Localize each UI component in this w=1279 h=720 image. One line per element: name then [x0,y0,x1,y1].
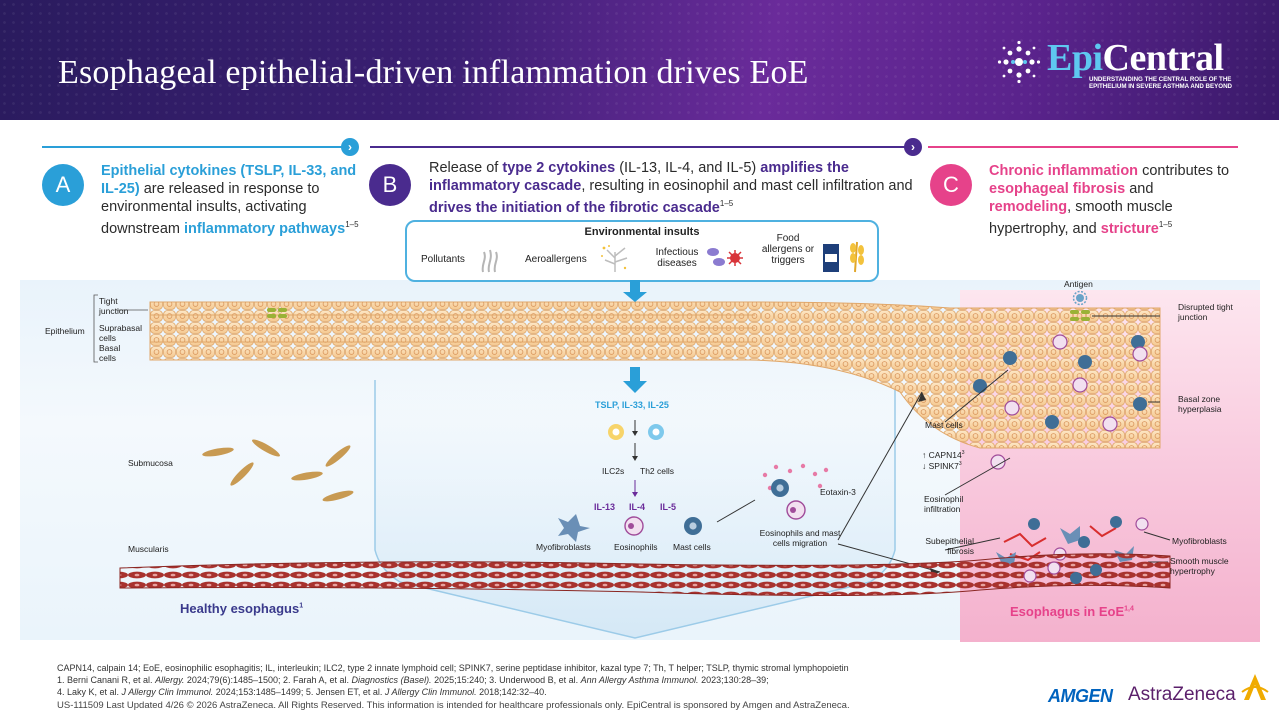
migrating-mast-cell-icon [771,479,789,497]
label-il13: IL-13 [594,502,616,512]
section-badge-b: B [369,164,411,206]
section-rule-a [42,146,350,148]
esophagus-diagram [93,280,1171,639]
label-epithelium: Epithelium [45,326,85,336]
section-b-text: Release of type 2 cytokines (IL-13, IL-4… [429,160,913,216]
epicentral-logo: EpiCentral Understanding the central rol… [997,37,1232,96]
myofibroblast-icon [558,514,590,542]
section-badge-c: C [930,164,972,206]
label-subepithelial-fibrosis: Subepithelial fibrosis [925,536,974,556]
section-rule-b [370,146,906,148]
label-eosinophils: Eosinophils [614,542,658,552]
label-eosinophil-infiltration: Eosinophil infiltration [924,494,964,514]
eoe-eosinophil-icon [990,334,1148,470]
amgen-logo: AMGEN [1048,686,1113,706]
section-rule-c [928,146,1238,148]
label-capn14: ↑ CAPN143 [922,449,965,460]
label-eoe-mast-cells: Mast cells [925,420,963,430]
muscularis-band [119,553,1171,597]
sponsor-logos: AMGEN AstraZeneca [1048,672,1269,712]
chevron-right-icon: › [341,138,359,156]
env-item-infectious: Infectious diseases [655,247,699,269]
diagram-panel: › › A B C Epithelial cytokines (TSLP, IL… [20,130,1260,642]
pollutants-icon [481,249,498,273]
label-disrupted-tight-junction: Disrupted tight junction [1178,302,1233,322]
brand-tagline: Understanding the central role of the ep… [1089,76,1233,90]
label-ilc2s: ILC2s [602,466,625,476]
env-item-aeroallergens: Aeroallergens [525,254,587,265]
tight-junction-icon [267,308,287,318]
label-eotaxin: Eotaxin-3 [820,487,856,497]
footer-abbreviations: CAPN14, calpain 14; EoE, eosinophilic es… [57,663,849,673]
food-allergen-icon [823,241,864,273]
page-title: Esophageal epithelial-driven inflammatio… [58,54,809,91]
aeroallergen-icon [601,245,628,272]
label-esophagus-in-eoe: Esophagus in EoE1,4 [1010,604,1134,619]
footer-references-1: 1. Berni Canani R, et al. Allergy. 2024;… [57,675,769,685]
label-basal: Basal cells [99,343,121,363]
label-basal-zone-hyperplasia: Basal zone hyperplasia [1178,394,1222,414]
astrazeneca-logo: AstraZeneca [1128,684,1236,705]
label-antigen: Antigen [1064,279,1093,289]
infectious-disease-icon [707,248,743,266]
label-muscularis: Muscularis [128,544,169,554]
label-epithelial-cytokines: TSLP, IL-33, IL-25 [595,400,669,410]
section-badge-a: A [42,164,84,206]
eosinophil-icon [624,516,644,536]
th2-cell-icon [648,424,664,440]
epithelium-band [149,301,1161,449]
label-mast-cells: Mast cells [673,542,711,552]
label-submucosa: Submucosa [128,458,173,468]
header-dot-texture [0,0,1279,120]
eoe-mast-cell-icon [973,335,1147,429]
astrazeneca-symbol-icon [1241,674,1269,700]
brand-wordmark: EpiCentral [1047,37,1224,79]
label-smooth-muscle-hypertrophy: Smooth muscle hypertrophy [1170,556,1229,576]
mast-cell-icon [684,517,702,535]
label-migration: Eosinophils and mast cells migration [759,528,841,548]
label-myofibroblasts: Myofibroblasts [536,542,591,552]
env-item-food: Food allergens or triggers [761,233,815,266]
epicentral-logo-icon [997,40,1041,84]
down-arrow-icon [623,280,647,302]
env-item-pollutants: Pollutants [421,254,465,265]
disrupted-tight-junction-icon [1070,310,1090,321]
section-a-text: Epithelial cytokines (TSLP, IL-33, and I… [101,163,359,237]
chevron-right-icon: › [904,138,922,156]
label-il5: IL-5 [660,502,677,512]
environmental-insults-title: Environmental insults [584,226,700,238]
submucosa-fibroblast-icon [202,439,354,502]
ilc2-cell-icon [608,424,624,440]
section-c-text: Chronic inflammation contributes to esop… [989,163,1230,237]
footer: CAPN14, calpain 14; EoE, eosinophilic es… [57,662,1017,712]
label-spink7: ↓ SPINK73 [922,460,962,471]
footer-references-2: 4. Laky K, et al. J Allergy Clin Immunol… [57,687,547,697]
label-eoe-myofibroblasts: Myofibroblasts [1172,536,1227,546]
migrating-eosinophil-icon [786,500,806,520]
label-healthy-esophagus: Healthy esophagus1 [180,601,304,616]
label-suprabasal: Suprabasal cells [99,323,143,343]
label-th2-cells: Th2 cells [640,466,675,476]
header-banner: Esophageal epithelial-driven inflammatio… [0,0,1279,120]
environmental-insults-box: Environmental insults Pollutants Aeroall… [405,220,879,282]
label-il4: IL-4 [629,502,646,512]
label-tight-junction: Tight junction [99,296,129,316]
eotaxin-dots-icon [762,463,829,491]
down-arrow-icon [623,367,647,393]
footer-legal: US-111509 Last Updated 4/26 © 2026 Astra… [57,700,850,711]
antigen-icon [1072,290,1088,306]
